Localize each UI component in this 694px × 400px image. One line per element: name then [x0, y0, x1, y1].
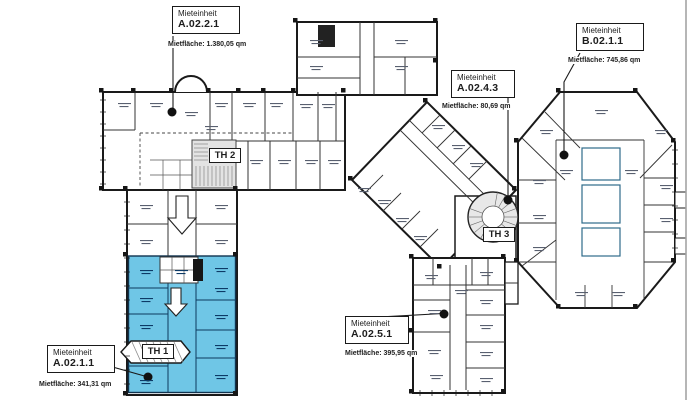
room-micro-labels	[118, 40, 673, 385]
atrium-voids	[581, 147, 621, 257]
window-ticks	[100, 99, 678, 396]
callout-a0211-label: Mieteinheit	[53, 348, 92, 357]
wing-northeast-a	[296, 21, 438, 96]
unit-a0211-partitions	[128, 256, 236, 392]
area-b0211: Mietfläche: 745,86 qm	[567, 57, 642, 64]
area-a0243: Mietfläche: 80,69 qm	[441, 103, 512, 110]
facade-arc-bump	[174, 75, 208, 93]
stairwell-label-th2: TH 2	[209, 148, 241, 163]
structural-columns	[99, 18, 676, 396]
stairwell-label-th3: TH 3	[483, 227, 515, 242]
callout-a0211-unit: A.02.1.1	[53, 357, 95, 369]
corridor-arrows	[163, 195, 198, 317]
dot-a0243	[503, 195, 513, 205]
callout-b0211-label: Mieteinheit	[582, 26, 621, 35]
area-a0211: Mietfläche: 341,31 qm	[38, 381, 113, 388]
balcony-1	[674, 191, 687, 209]
leader-dots	[143, 107, 569, 382]
area-a0221: Mietfläche: 1.380,05 qm	[167, 41, 248, 48]
callout-a0243: Mieteinheit A.02.4.3	[451, 70, 515, 98]
callout-a0251-unit: A.02.5.1	[351, 328, 393, 340]
callout-a0211: Mieteinheit A.02.1.1	[47, 345, 115, 373]
callout-a0221-unit: A.02.2.1	[178, 18, 220, 30]
shaft-dark	[193, 259, 203, 281]
balcony-2	[674, 237, 687, 255]
dot-a0251	[439, 309, 449, 319]
callout-b0211-unit: B.02.1.1	[582, 35, 624, 47]
callout-a0221-label: Mieteinheit	[178, 9, 217, 18]
dot-a0211	[143, 372, 153, 382]
callout-a0251: Mieteinheit A.02.5.1	[345, 316, 409, 344]
dot-a0221	[167, 107, 177, 117]
building-b-octagon	[517, 91, 676, 309]
dashed-open-area	[139, 132, 293, 187]
dot-b0211	[559, 150, 569, 160]
callout-a0251-label: Mieteinheit	[351, 319, 390, 328]
callout-a0243-unit: A.02.4.3	[457, 82, 499, 94]
callout-b0211: Mieteinheit B.02.1.1	[576, 23, 644, 51]
area-a0251: Mietfläche: 395,95 qm	[344, 350, 419, 357]
callout-a0221: Mieteinheit A.02.2.1	[172, 6, 240, 34]
shaft-dark-2	[318, 25, 335, 47]
stairwell-label-th1: TH 1	[142, 344, 174, 359]
callout-a0243-label: Mieteinheit	[457, 73, 496, 82]
